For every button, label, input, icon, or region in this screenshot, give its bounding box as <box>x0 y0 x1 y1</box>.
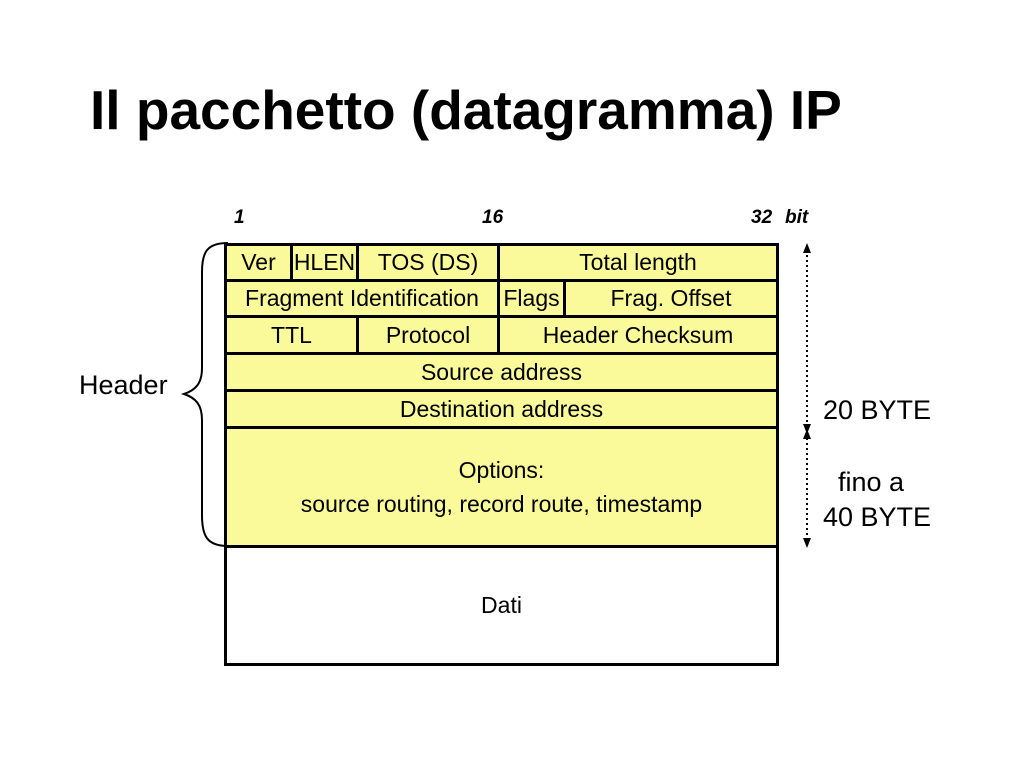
field-hlen: HLEN <box>290 243 359 282</box>
field-protocol: Protocol <box>356 315 500 355</box>
field-data: Dati <box>224 545 779 666</box>
options-size-arrow-head-bottom <box>803 538 811 548</box>
field-ver: Ver <box>224 243 293 282</box>
options-title: Options: <box>458 457 545 483</box>
options-size-prefix: fino a <box>838 467 905 497</box>
fixed-size-arrow-head-top <box>803 243 811 253</box>
slide-title: Il pacchetto (datagramma) IP <box>90 79 842 141</box>
field-total-length: Total length <box>497 243 779 282</box>
options-detail: source routing, record route, timestamp <box>300 491 703 517</box>
options-size-arrow-head-top <box>803 429 811 439</box>
header-brace <box>180 242 229 547</box>
bit-label-middle: 16 <box>482 207 504 228</box>
bit-label-end: 32 <box>751 207 773 228</box>
field-options: Options: source routing, record route, t… <box>224 426 779 548</box>
header-label: Header <box>79 370 168 400</box>
field-flags: Flags <box>497 279 566 318</box>
field-fragment-identification: Fragment Identification <box>224 279 500 318</box>
options-size-max: 40 BYTE <box>823 502 932 532</box>
bit-label-start: 1 <box>234 207 245 228</box>
field-source-address: Source address <box>224 352 779 392</box>
bit-unit-label: bit <box>785 207 809 228</box>
fixed-size-label: 20 BYTE <box>823 395 932 425</box>
